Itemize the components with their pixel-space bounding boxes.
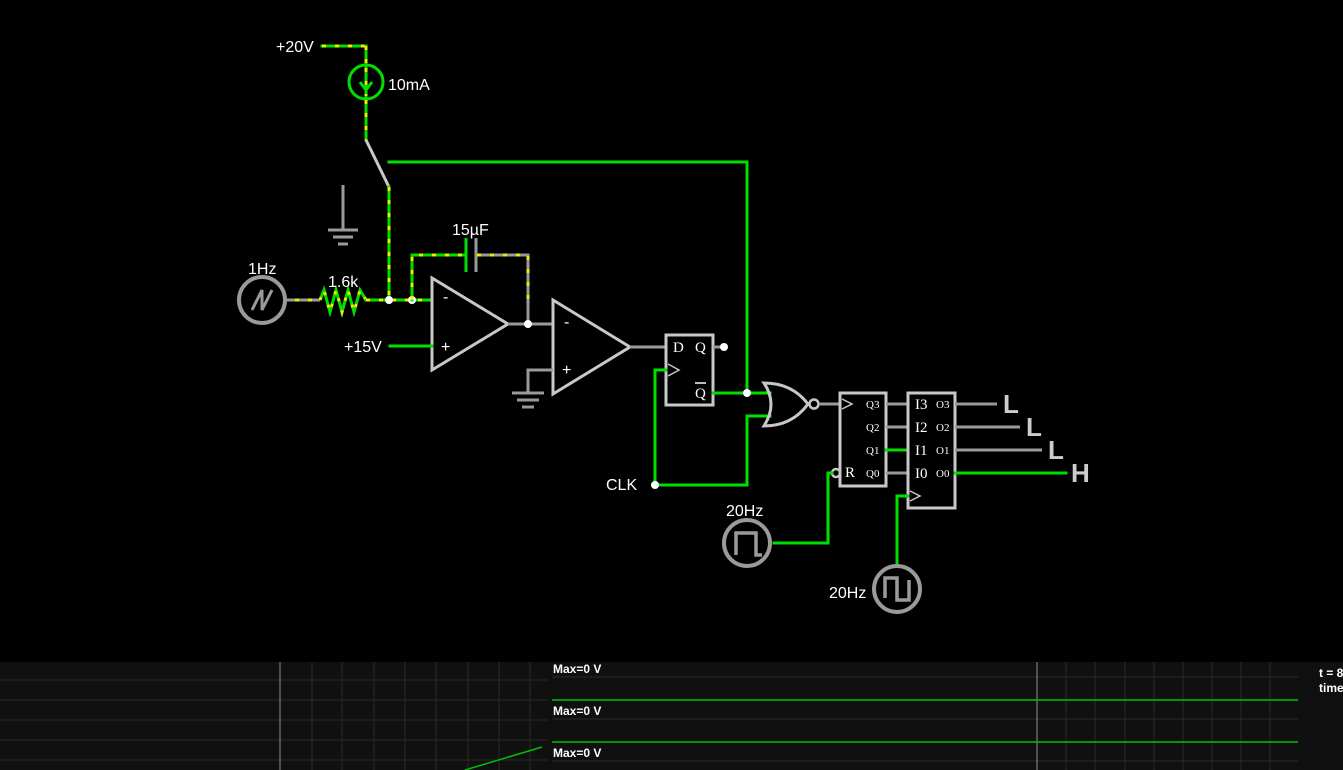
logic-output-0: H: [1071, 458, 1090, 488]
scope-grid-left: [0, 662, 548, 770]
latch-o2: O2: [936, 422, 949, 434]
scope-panel[interactable]: Max=0 V Max=0 V Max=0 V t = 8 time: [0, 662, 1343, 770]
logic-output-2: L: [1026, 412, 1042, 442]
counter-q3: Q3: [866, 399, 880, 411]
latch-o0: O0: [936, 468, 950, 480]
latch-i3: I3: [915, 397, 928, 413]
opamp2-minus: -: [564, 314, 569, 331]
counter[interactable]: Q3 Q2 Q1 Q0 R: [838, 391, 888, 488]
d-flipflop[interactable]: D Q Q: [664, 333, 715, 407]
node-junction: [743, 389, 751, 397]
feedback-wire: [387, 160, 749, 395]
resistor-1-6k[interactable]: 1.6k: [318, 274, 368, 318]
ff-q-output-node: [720, 343, 728, 351]
voltage-source-20v[interactable]: +20V: [276, 39, 368, 56]
scope-grid-right: [552, 662, 1298, 770]
ground-symbol-1: [328, 185, 358, 246]
label-clk: CLK: [606, 477, 637, 494]
ground-symbol-2: [512, 391, 544, 409]
opamp1-minus: -: [443, 289, 448, 306]
latch-i1: I1: [915, 443, 928, 459]
label-capacitor: 15µF: [452, 222, 489, 239]
scope-trace-left: [464, 746, 543, 770]
scope-max-2: Max=0 V: [553, 704, 601, 718]
square-source-20hz-2[interactable]: 20Hz: [829, 564, 922, 614]
latch-i2: I2: [915, 420, 928, 436]
latch-o1: O1: [936, 445, 949, 457]
logic-output-3: L: [1003, 389, 1019, 419]
node-junction: [385, 296, 393, 304]
ac-source-1hz[interactable]: 1Hz: [237, 261, 287, 325]
latch-i0: I0: [915, 466, 928, 482]
switch[interactable]: [364, 139, 391, 188]
opamp-integrator[interactable]: - +: [430, 275, 511, 373]
counter-r: R: [845, 465, 855, 481]
scope-max-3: Max=0 V: [553, 746, 601, 760]
scope-t-label: t = 8: [1319, 666, 1343, 680]
ff-q-pin: Q: [695, 340, 706, 356]
counter-q1: Q1: [866, 445, 879, 457]
current-source[interactable]: 10mA: [347, 44, 430, 142]
label-20hz-2: 20Hz: [829, 585, 866, 602]
clk-node: [651, 481, 659, 489]
counter-q2: Q2: [866, 422, 879, 434]
circuit-canvas[interactable]: +20V 10mA 1Hz 1.6k: [0, 0, 1343, 662]
square-source-20hz-1[interactable]: 20Hz: [722, 503, 772, 568]
scope-time-label: time: [1319, 681, 1343, 695]
nor-gate[interactable]: [761, 381, 820, 428]
opamp2-plus: +: [562, 362, 571, 379]
label-20v: +20V: [276, 39, 314, 56]
ff-d-pin: D: [673, 340, 684, 356]
node-junction: [524, 320, 532, 328]
label-current: 10mA: [388, 77, 430, 94]
label-20hz-1: 20Hz: [726, 503, 763, 520]
latch[interactable]: I3 I2 I1 I0 O3 O2 O1 O0: [906, 391, 957, 510]
ff-qbar-pin: Q: [695, 386, 706, 402]
label-15v: +15V: [344, 339, 382, 356]
scope-max-1: Max=0 V: [553, 662, 601, 676]
label-resistor: 1.6k: [328, 274, 359, 291]
logic-output-1: L: [1048, 435, 1064, 465]
capacitor-15uf[interactable]: 15µF: [452, 222, 489, 272]
label-1hz: 1Hz: [248, 261, 276, 278]
opamp-comparator[interactable]: - +: [551, 297, 633, 397]
counter-q0: Q0: [866, 468, 880, 480]
opamp1-plus: +: [441, 339, 450, 356]
latch-o3: O3: [936, 399, 950, 411]
